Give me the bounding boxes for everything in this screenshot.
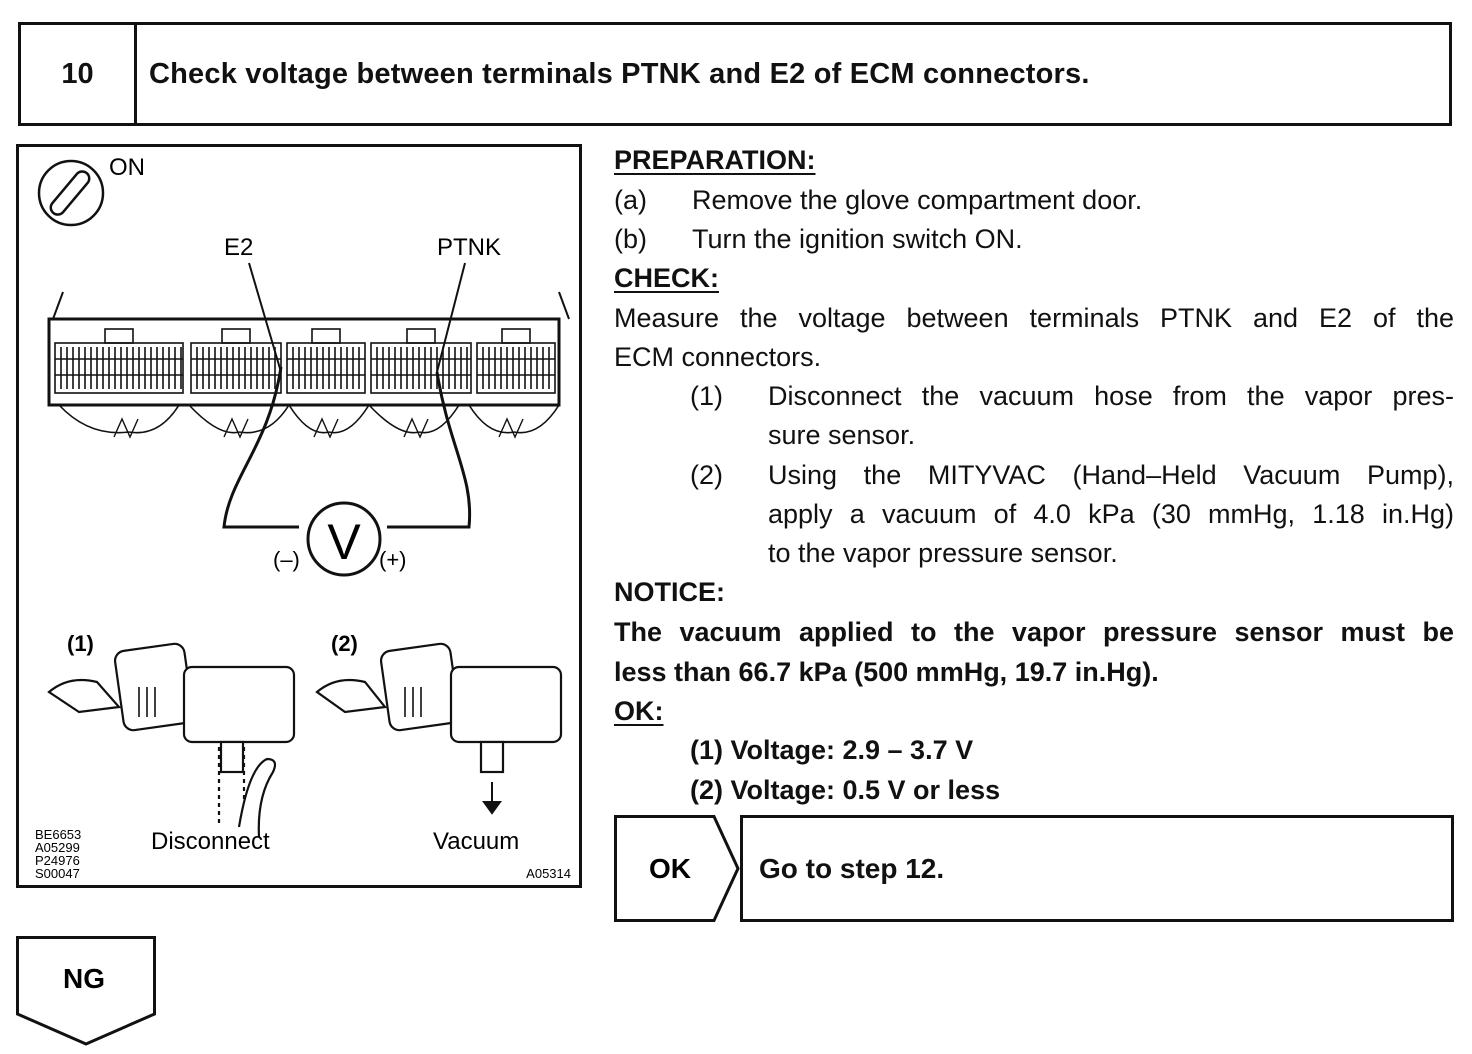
step1-figure-label: (1): [67, 631, 94, 656]
notice-line1: The vacuum applied to the vapor pressure…: [614, 617, 1454, 647]
ok-value-1: (1) Voltage: 2.9 – 3.7 V: [690, 735, 974, 765]
ok-value-2: (2) Voltage: 0.5 V or less: [690, 775, 1001, 805]
check-step1-marker: (1): [690, 381, 723, 411]
ref-code: A05299: [35, 840, 80, 855]
ignition-on-label: ON: [109, 154, 145, 181]
ref-code: BE6653: [35, 827, 81, 842]
step-number: 10: [21, 25, 137, 123]
ok-branch-label: OK: [649, 853, 691, 884]
ref-code: P24976: [35, 853, 80, 868]
wiring-illustration: ON E2 PTNK V (–) (+) (1) (2): [16, 144, 582, 888]
notice-heading: NOTICE:: [614, 577, 725, 607]
vapor-pressure-sensor-icon: [315, 642, 563, 774]
check-step2-line3: to the vapor pressure sensor.: [768, 538, 1118, 568]
reference-codes: BE6653 A05299 P24976 S00047: [35, 827, 81, 881]
ng-branch-label: NG: [63, 963, 105, 994]
check-step2-line1: Using the MITYVAC (Hand–Held Vacuum Pump…: [768, 460, 1454, 490]
ok-heading: OK:: [614, 696, 664, 726]
ok-branch: OK Go to step 12.: [614, 815, 1454, 922]
ok-arrow-shape: OK: [614, 815, 740, 922]
step-header: 10 Check voltage between terminals PTNK …: [18, 22, 1452, 126]
check-text-line2: ECM connectors.: [614, 342, 822, 372]
ng-arrow-shape: NG: [16, 936, 156, 1046]
prep-marker-a: (a): [614, 185, 647, 215]
check-step1-line2: sure sensor.: [768, 420, 916, 450]
check-text-line1: Measure the voltage between terminals PT…: [614, 303, 1454, 333]
vacuum-label: Vacuum: [433, 828, 519, 855]
ignition-key-icon: [37, 159, 105, 227]
vacuum-arrow-icon: [482, 782, 502, 815]
check-step2-line2: apply a vacuum of 4.0 kPa (30 mmHg, 1.18…: [768, 499, 1454, 529]
voltmeter-icon: V: [306, 501, 382, 577]
prep-item-b: Turn the ignition switch ON.: [692, 224, 1023, 254]
check-heading: CHECK:: [614, 263, 719, 293]
ecm-connector-icon: [47, 291, 570, 439]
prep-marker-b: (b): [614, 224, 647, 254]
minus-probe-label: (–): [273, 547, 300, 572]
preparation-heading: PREPARATION:: [614, 145, 816, 175]
ok-action: Go to step 12.: [740, 815, 1454, 922]
voltmeter-symbol: V: [327, 514, 361, 570]
plus-probe-label: (+): [379, 547, 407, 572]
terminal-e2-label: E2: [224, 234, 253, 261]
figure-id: A05314: [526, 866, 571, 881]
ng-branch: NG: [16, 936, 156, 1046]
vapor-pressure-sensor-icon: [47, 642, 296, 838]
step2-figure-label: (2): [331, 631, 358, 656]
prep-item-a: Remove the glove compartment door.: [692, 185, 1143, 215]
step-title: Check voltage between terminals PTNK and…: [149, 57, 1090, 90]
check-step1-line1: Disconnect the vacuum hose from the vapo…: [768, 381, 1454, 411]
ref-code: S00047: [35, 866, 80, 881]
notice-line2: less than 66.7 kPa (500 mmHg, 19.7 in.Hg…: [614, 657, 1159, 687]
terminal-ptnk-label: PTNK: [437, 234, 501, 261]
disconnect-label: Disconnect: [151, 828, 270, 855]
check-step2-marker: (2): [690, 460, 723, 490]
